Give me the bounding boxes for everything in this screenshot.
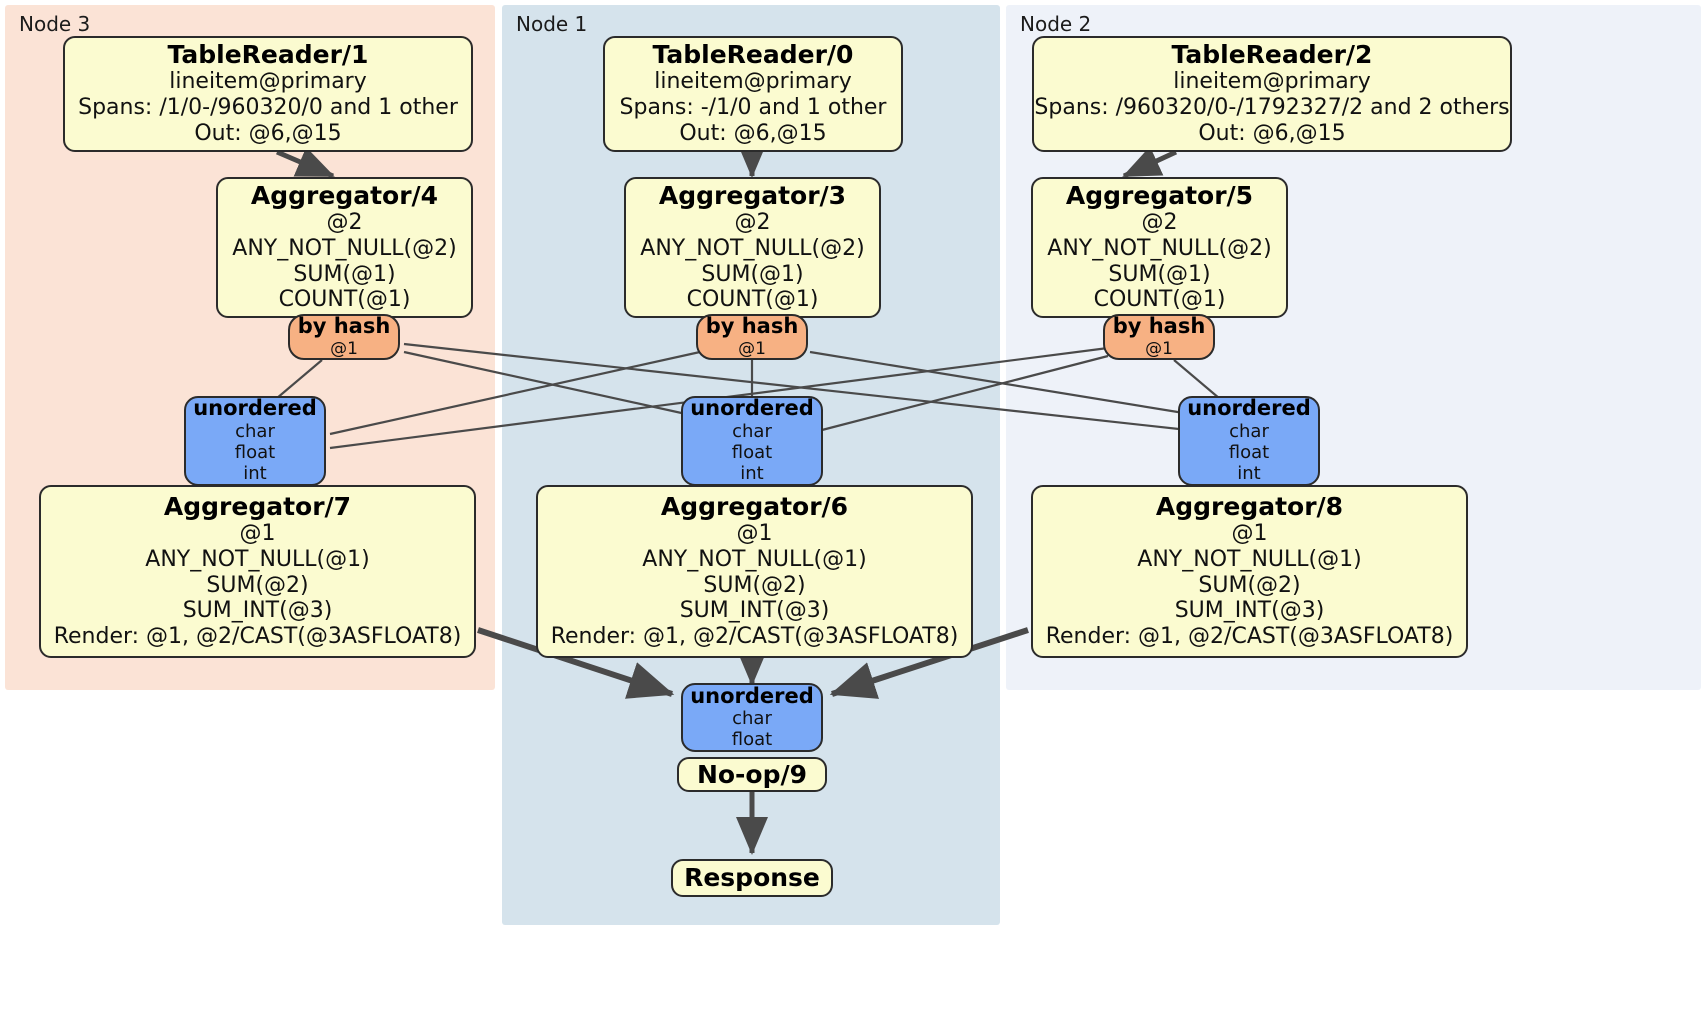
node-line: Out: @6,@15 (194, 120, 342, 146)
sync-title: unordered (690, 396, 814, 421)
sync-line: char (235, 420, 275, 442)
router-by-hash-right[interactable]: by hash @1 (1103, 314, 1215, 360)
sync-line: int (243, 463, 267, 485)
node-title: Response (684, 863, 820, 892)
node-line: lineitem@primary (654, 69, 852, 95)
node-aggregator-7[interactable]: Aggregator/7 @1 ANY_NOT_NULL(@1) SUM(@2)… (39, 485, 476, 658)
sync-line: char (732, 420, 772, 442)
router-by-hash-center[interactable]: by hash @1 (696, 314, 808, 360)
router-by-hash-left[interactable]: by hash @1 (288, 314, 400, 360)
router-title: by hash (705, 314, 799, 339)
router-title: by hash (297, 314, 391, 339)
node-title: Aggregator/7 (163, 491, 352, 521)
node-line: Spans: /960320/0-/1792327/2 and 2 others (1034, 95, 1510, 121)
node-title: TableReader/2 (1171, 40, 1373, 70)
node-line: SUM_INT(@3) (1174, 598, 1325, 624)
node-line: SUM_INT(@3) (182, 598, 333, 624)
node-aggregator-6[interactable]: Aggregator/6 @1 ANY_NOT_NULL(@1) SUM(@2)… (536, 485, 973, 658)
node-aggregator-4[interactable]: Aggregator/4 @2 ANY_NOT_NULL(@2) SUM(@1)… (216, 177, 473, 318)
sync-line: char (732, 708, 772, 730)
node-line: lineitem@primary (169, 69, 367, 95)
node-title: Aggregator/6 (660, 491, 849, 521)
node-tablereader-2[interactable]: TableReader/2 lineitem@primary Spans: /9… (1032, 36, 1512, 152)
node-line: SUM(@2) (206, 572, 309, 598)
node-line: SUM(@1) (293, 261, 396, 287)
node-line: ANY_NOT_NULL(@1) (642, 546, 867, 572)
router-line: @1 (738, 338, 766, 359)
node-line: ANY_NOT_NULL(@2) (232, 235, 457, 261)
sync-line: float (234, 442, 276, 464)
sync-title: unordered (1187, 396, 1311, 421)
node-line: ANY_NOT_NULL(@1) (1137, 546, 1362, 572)
router-line: @1 (330, 338, 358, 359)
node-line: Out: @6,@15 (1198, 120, 1346, 146)
node-line: COUNT(@1) (686, 287, 819, 313)
node-line: lineitem@primary (1173, 69, 1371, 95)
sync-unordered-left[interactable]: unordered char float int (184, 396, 326, 486)
node-line: Render: @1, @2/CAST(@3ASFLOAT8) (550, 624, 959, 650)
router-line: @1 (1145, 338, 1173, 359)
sync-title: unordered (193, 396, 317, 421)
node-aggregator-5[interactable]: Aggregator/5 @2 ANY_NOT_NULL(@2) SUM(@1)… (1031, 177, 1288, 318)
sync-line: char (1229, 420, 1269, 442)
node-title: No-op/9 (696, 759, 808, 789)
sync-title: unordered (690, 683, 814, 708)
node-line: SUM(@1) (1108, 261, 1211, 287)
panel-node2-label: Node 2 (1020, 12, 1092, 36)
node-line: COUNT(@1) (1093, 287, 1226, 313)
sync-unordered-right[interactable]: unordered char float int (1178, 396, 1320, 486)
node-line: SUM(@1) (701, 261, 804, 287)
node-line: COUNT(@1) (278, 287, 411, 313)
node-line: @1 (239, 520, 276, 546)
node-line: Spans: -/1/0 and 1 other (619, 95, 887, 121)
node-line: ANY_NOT_NULL(@2) (1047, 235, 1272, 261)
node-tablereader-0[interactable]: TableReader/0 lineitem@primary Spans: -/… (603, 36, 903, 152)
node-line: @2 (734, 209, 771, 235)
node-line: SUM(@2) (1198, 572, 1301, 598)
node-line: @2 (1141, 209, 1178, 235)
sync-line: int (740, 463, 764, 485)
node-title: Aggregator/5 (1065, 180, 1254, 210)
panel-node1-label: Node 1 (516, 12, 588, 36)
node-title: Aggregator/8 (1155, 491, 1344, 521)
node-line: SUM_INT(@3) (679, 598, 830, 624)
node-aggregator-8[interactable]: Aggregator/8 @1 ANY_NOT_NULL(@1) SUM(@2)… (1031, 485, 1468, 658)
sync-line: int (1237, 463, 1261, 485)
node-tablereader-1[interactable]: TableReader/1 lineitem@primary Spans: /1… (63, 36, 473, 152)
node-line: SUM(@2) (703, 572, 806, 598)
node-line: @2 (326, 209, 363, 235)
router-title: by hash (1112, 314, 1206, 339)
node-line: @1 (1231, 520, 1268, 546)
panel-node3-label: Node 3 (19, 12, 91, 36)
node-title: TableReader/1 (167, 40, 369, 70)
node-line: ANY_NOT_NULL(@2) (640, 235, 865, 261)
sync-line: float (731, 442, 773, 464)
node-line: Out: @6,@15 (679, 120, 827, 146)
node-title: Aggregator/4 (250, 180, 439, 210)
node-title: Aggregator/3 (658, 180, 847, 210)
sync-line: float (731, 729, 773, 751)
node-line: Render: @1, @2/CAST(@3ASFLOAT8) (1045, 624, 1454, 650)
node-line: @1 (736, 520, 773, 546)
node-aggregator-3[interactable]: Aggregator/3 @2 ANY_NOT_NULL(@2) SUM(@1)… (624, 177, 881, 318)
node-line: Render: @1, @2/CAST(@3ASFLOAT8) (53, 624, 462, 650)
sync-line: float (1228, 442, 1270, 464)
node-response[interactable]: Response (671, 859, 833, 897)
node-line: Spans: /1/0-/960320/0 and 1 other (78, 95, 458, 121)
node-noop-9[interactable]: No-op/9 (677, 757, 827, 792)
node-title: TableReader/0 (652, 40, 854, 70)
sync-unordered-center[interactable]: unordered char float int (681, 396, 823, 486)
sync-unordered-final[interactable]: unordered char float (681, 683, 823, 752)
node-line: ANY_NOT_NULL(@1) (145, 546, 370, 572)
